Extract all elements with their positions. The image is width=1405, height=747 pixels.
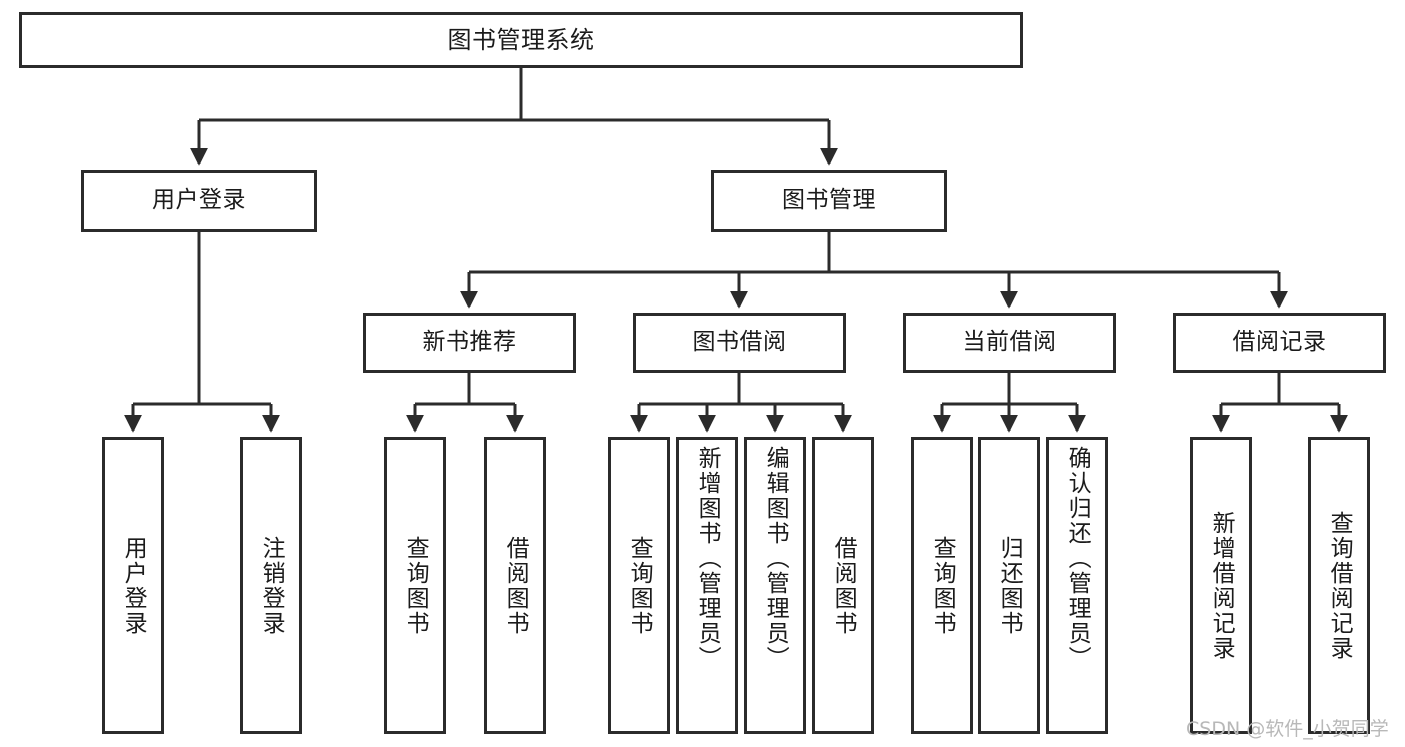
- node-book-borrow[interactable]: 图书借阅: [633, 313, 846, 373]
- node-book-management[interactable]: 图书管理: [711, 170, 947, 232]
- node-label: 图书管理: [782, 187, 876, 214]
- node-label: 借阅图书: [830, 535, 857, 636]
- node-label: 查询图书: [929, 535, 956, 636]
- node-root-system[interactable]: 图书管理系统: [19, 12, 1023, 68]
- node-current-borrow[interactable]: 当前借阅: [903, 313, 1116, 373]
- node-user-login[interactable]: 用户登录: [81, 170, 317, 232]
- leaf-borrow-book-recommendation[interactable]: 借阅图书: [484, 437, 546, 734]
- leaf-query-borrow-record[interactable]: 查询借阅记录: [1308, 437, 1370, 734]
- node-label: 新书推荐: [422, 329, 517, 356]
- leaf-edit-book-admin[interactable]: 编辑图书（管理员）: [744, 437, 806, 734]
- leaf-user-login[interactable]: 用户登录: [102, 437, 164, 734]
- node-label: 新增借阅记录: [1208, 510, 1235, 661]
- node-label: 用户登录: [152, 187, 246, 214]
- node-label: 借阅图书: [502, 535, 529, 636]
- node-label: 确认归还（管理员）: [1064, 446, 1091, 671]
- leaf-query-book-borrow[interactable]: 查询图书: [608, 437, 670, 734]
- leaf-query-book-recommendation[interactable]: 查询图书: [384, 437, 446, 734]
- node-label: 新增图书（管理员）: [694, 446, 721, 671]
- leaf-query-book-current[interactable]: 查询图书: [911, 437, 973, 734]
- leaf-add-borrow-record[interactable]: 新增借阅记录: [1190, 437, 1252, 734]
- node-label: 编辑图书（管理员）: [762, 446, 789, 671]
- node-borrow-records[interactable]: 借阅记录: [1173, 313, 1386, 373]
- node-label: 用户登录: [120, 535, 147, 636]
- node-new-book-recommendation[interactable]: 新书推荐: [363, 313, 576, 373]
- csdn-watermark: CSDN @软件_小贺同学: [1186, 718, 1389, 740]
- node-label: 归还图书: [996, 535, 1023, 636]
- node-label: 查询图书: [402, 535, 429, 636]
- node-label: 借阅记录: [1232, 329, 1327, 356]
- leaf-logout[interactable]: 注销登录: [240, 437, 302, 734]
- leaf-confirm-return-admin[interactable]: 确认归还（管理员）: [1046, 437, 1108, 734]
- node-label: 图书借阅: [692, 329, 787, 356]
- leaf-borrow-book[interactable]: 借阅图书: [812, 437, 874, 734]
- leaf-return-book[interactable]: 归还图书: [978, 437, 1040, 734]
- node-label: 查询图书: [626, 535, 653, 636]
- node-label: 图书管理系统: [447, 25, 595, 54]
- node-label: 查询借阅记录: [1326, 510, 1353, 661]
- node-label: 当前借阅: [962, 329, 1057, 356]
- node-label: 注销登录: [258, 535, 285, 636]
- leaf-add-book-admin[interactable]: 新增图书（管理员）: [676, 437, 738, 734]
